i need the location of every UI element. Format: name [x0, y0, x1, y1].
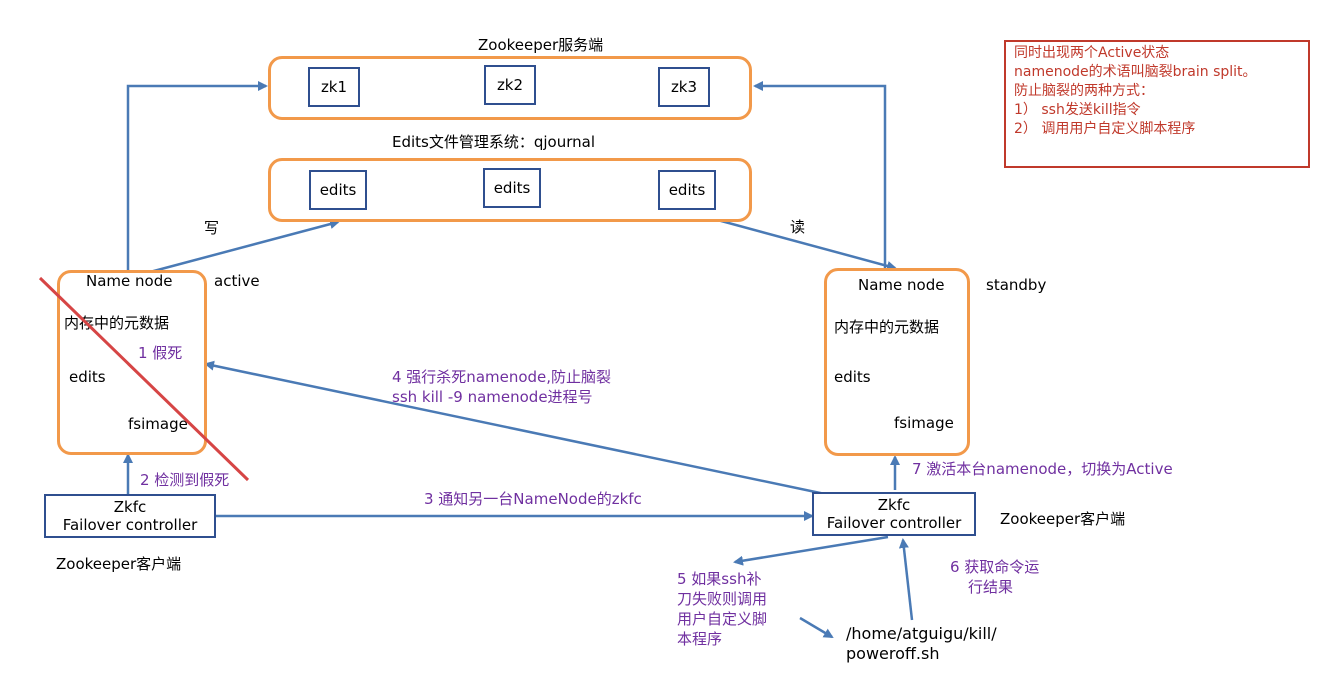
right-zookeeper-client-label: Zookeeper客户端	[1000, 510, 1126, 528]
standby-namenode-title: Name node	[858, 276, 945, 294]
brain-split-note: 同时出现两个Active状态 namenode的术语叫脑裂brain split…	[1004, 40, 1310, 168]
right-zkfc-title: Zkfc	[877, 496, 911, 514]
standby-namenode	[824, 268, 970, 456]
zookeeper-server-title: Zookeeper服务端	[478, 36, 604, 54]
step4-line2: ssh kill -9 namenode进程号	[392, 388, 593, 406]
note-line-5: 2） 调用用户自定义脚本程序	[1014, 121, 1196, 137]
standby-namenode-edits: edits	[834, 368, 871, 386]
arrow-step5	[733, 535, 889, 566]
step2-label: 2 检测到假死	[140, 471, 230, 489]
standby-status-label: standby	[986, 276, 1047, 294]
script-path-line1: /home/atguigu/kill/	[846, 624, 997, 643]
arrow-step4	[204, 360, 826, 496]
left-zkfc-title: Zkfc	[113, 498, 147, 516]
edits-node-3: edits	[658, 170, 716, 210]
step5-line4: 本程序	[677, 630, 723, 648]
step5-line2: 刀失败则调用	[677, 590, 768, 608]
left-zkfc-box: Zkfc Failover controller	[44, 494, 216, 538]
zk3-node: zk3	[658, 67, 710, 107]
step4-line1: 4 强行杀死namenode,防止脑裂	[392, 368, 612, 386]
step6-line2: 行结果	[968, 578, 1014, 596]
zk2-node: zk2	[484, 65, 536, 105]
left-zkfc-subtitle: Failover controller	[62, 516, 198, 534]
arrow-write	[149, 219, 340, 274]
step5-line3: 用户自定义脚	[677, 610, 768, 628]
arrow-active-to-zookeeper	[126, 81, 268, 272]
arrow-standby-to-zookeeper	[753, 81, 887, 268]
edits-system-title: Edits文件管理系统：qjournal	[392, 133, 596, 151]
standby-namenode-memory: 内存中的元数据	[834, 318, 940, 336]
step3-label: 3 通知另一台NameNode的zkfc	[424, 490, 642, 508]
note-line-2: namenode的术语叫脑裂brain split。	[1014, 64, 1257, 80]
left-zookeeper-client-label: Zookeeper客户端	[56, 555, 182, 573]
right-zkfc-subtitle: Failover controller	[826, 514, 962, 532]
zk1-node: zk1	[308, 67, 360, 107]
standby-namenode-fsimage: fsimage	[894, 414, 954, 432]
read-label: 读	[790, 218, 806, 236]
right-zkfc-box: Zkfc Failover controller	[812, 492, 976, 536]
arrow-step5-to-script	[799, 616, 834, 639]
script-path-line2: poweroff.sh	[846, 644, 940, 663]
active-namenode-title: Name node	[86, 272, 173, 290]
active-status-label: active	[214, 272, 260, 290]
note-line-1: 同时出现两个Active状态	[1014, 45, 1170, 61]
note-line-3: 防止脑裂的两种方式：	[1014, 83, 1154, 99]
active-namenode-edits: edits	[69, 368, 106, 386]
active-namenode-fsimage: fsimage	[128, 415, 188, 433]
active-namenode	[57, 270, 207, 455]
step5-line1: 5 如果ssh补	[677, 570, 762, 588]
arrow-step6	[898, 538, 914, 621]
edits-node-1: edits	[309, 170, 367, 210]
step6-line1: 6 获取命令运	[950, 558, 1040, 576]
edits-node-2: edits	[483, 168, 541, 208]
note-line-4: 1） ssh发送kill指令	[1014, 102, 1141, 118]
fake-death-label: 1 假死	[138, 344, 183, 362]
write-label: 写	[204, 219, 220, 237]
step7-label: 7 激活本台namenode，切换为Active	[912, 460, 1173, 478]
